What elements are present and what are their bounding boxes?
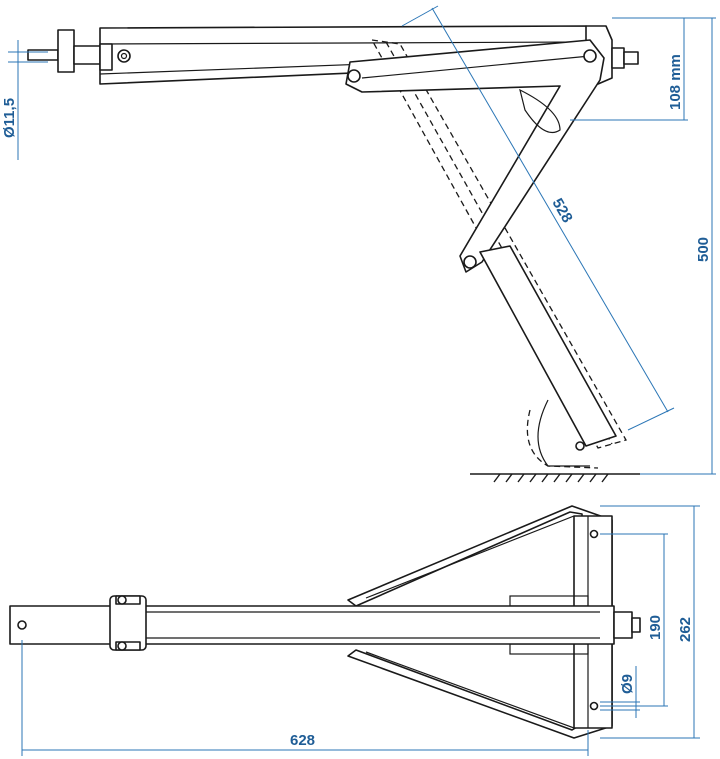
dim-hole-diameter-label: Ø9: [619, 674, 636, 694]
dim-total-length-label: 628: [290, 732, 315, 749]
foot-plate: [519, 88, 561, 134]
center-bolt: [613, 611, 633, 639]
nut: [611, 47, 625, 69]
lower-leg: [479, 245, 617, 447]
crank-end: [27, 29, 131, 73]
top-view: 190 262 Ø9 628: [9, 505, 700, 756]
arm-hinge: [109, 595, 147, 651]
support-strut: [345, 39, 605, 273]
mounting-hole-icon: [589, 529, 599, 539]
side-view: Ø11,5 108 mm 500 528: [1, 5, 716, 483]
ground-line: [470, 473, 640, 483]
dim-bracket-height-label: 108 mm: [667, 54, 684, 110]
dim-total-height-label: 500: [695, 237, 712, 262]
bracket-bolt-icon: [117, 49, 131, 63]
dim-total-length: 628: [21, 640, 589, 756]
dim-pin-diameter: Ø11,5: [1, 40, 48, 160]
pivot-pin-icon: [347, 69, 361, 83]
dim-total-height: 500: [640, 17, 716, 475]
dim-hole-spacing-label: 190: [647, 615, 664, 640]
dim-leg-length-label: 528: [549, 196, 576, 226]
strut-pin-icon: [463, 255, 477, 269]
dim-pin-diameter-label: Ø11,5: [1, 98, 18, 138]
dim-hole-spacing: 190: [600, 533, 668, 707]
dim-bracket-height: 108 mm: [570, 17, 688, 121]
mounting-hole-icon: [589, 701, 599, 711]
bolt-end: [623, 51, 639, 65]
dim-hole-diameter: Ø9: [600, 666, 640, 718]
arm-hole-icon: [17, 620, 27, 630]
top-pin-icon: [583, 49, 597, 63]
dim-total-width: 262: [600, 505, 700, 739]
leg-bolt-icon: [575, 441, 585, 451]
dim-total-width-label: 262: [677, 617, 694, 642]
